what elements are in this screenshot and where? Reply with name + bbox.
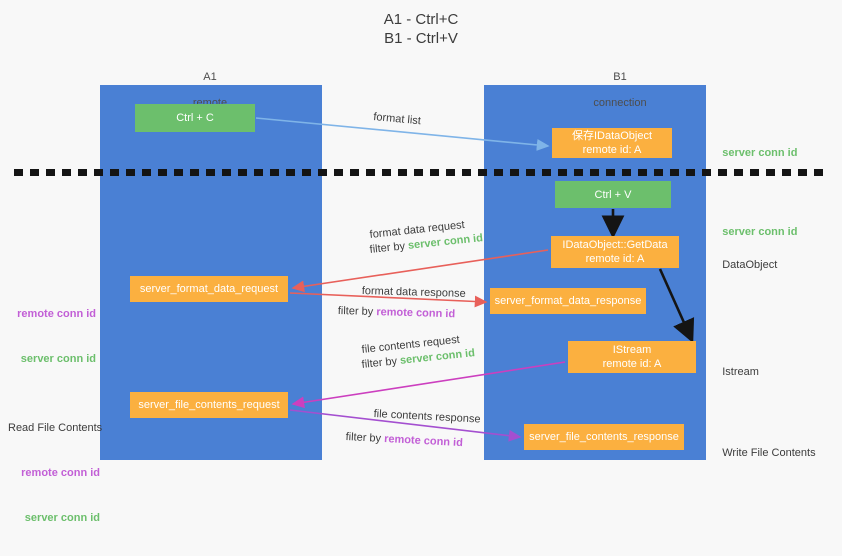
filter-prefix: filter by (337, 304, 377, 319)
filter-prefix: filter by (361, 354, 401, 371)
edge-format-data-response (289, 292, 488, 308)
column-header-b1-title: B1 (613, 71, 627, 83)
edge-layer (255, 117, 695, 442)
column-header-b1: B1 connection (530, 58, 710, 123)
annotation-server-conn-id-top: server conn id (710, 131, 797, 176)
annotation-text: server conn id (722, 147, 798, 159)
annotation-format-conn-ids: remote conn id server conn id (8, 277, 96, 397)
node-ctrl-v[interactable]: Ctrl + V (555, 181, 671, 208)
annotation-dataobject: DataObject (710, 243, 777, 288)
read-file-contents-label: Read File Contents (8, 422, 103, 434)
annotation-write-file-contents: Write File Contents (710, 431, 816, 476)
annotation-istream: Istream (710, 350, 759, 395)
node-server-format-data-request[interactable]: server_format_data_request (130, 276, 288, 302)
annotation-text: DataObject (722, 259, 778, 271)
annotation-read-file-contents: Read File Contents remote conn id server… (8, 391, 103, 556)
node-save-idataobject[interactable]: 保存IDataObject remote id: A (552, 128, 672, 158)
phase-divider (14, 169, 829, 176)
edge-label-format-data-response: format data response (361, 284, 466, 300)
server-conn-id-label: server conn id (20, 353, 96, 365)
node-ctrl-c[interactable]: Ctrl + C (135, 104, 255, 132)
edge-file-contents-request (291, 361, 566, 409)
sequence-diagram: A1 - Ctrl+C B1 - Ctrl+V A1 remote B1 con… (8, 11, 829, 524)
annotation-text: server conn id (722, 226, 798, 238)
node-server-format-data-response[interactable]: server_format_data_response (490, 288, 646, 314)
filter-prefix: filter by (369, 239, 409, 256)
node-server-file-contents-response[interactable]: server_file_contents_response (524, 424, 684, 450)
remote-conn-id-keyword: remote conn id (383, 433, 464, 450)
page-title: A1 - Ctrl+C B1 - Ctrl+V (383, 11, 459, 47)
annotation-text: Istream (722, 366, 759, 378)
column-header-a1-title: A1 (203, 71, 217, 83)
annotation-server-conn-id-mid: server conn id (710, 210, 797, 255)
column-header-b1-subtitle: connection (593, 97, 647, 109)
edge-format-list (255, 117, 550, 151)
edge-getdata-to-istream (658, 268, 695, 344)
node-server-file-contents-request[interactable]: server_file_contents_request (130, 392, 288, 418)
remote-conn-id-keyword: remote conn id (376, 306, 456, 321)
server-conn-id-label: server conn id (24, 512, 100, 524)
node-idataobject-getdata[interactable]: IDataObject::GetData remote id: A (551, 236, 679, 268)
edge-file-contents-response (289, 409, 522, 442)
annotation-text: Write File Contents (722, 447, 816, 459)
remote-conn-id-label: remote conn id (21, 467, 100, 479)
remote-conn-id-label: remote conn id (17, 308, 96, 320)
edge-format-data-request (291, 249, 549, 293)
filter-prefix: filter by (345, 430, 385, 445)
node-istream[interactable]: IStream remote id: A (568, 341, 696, 373)
